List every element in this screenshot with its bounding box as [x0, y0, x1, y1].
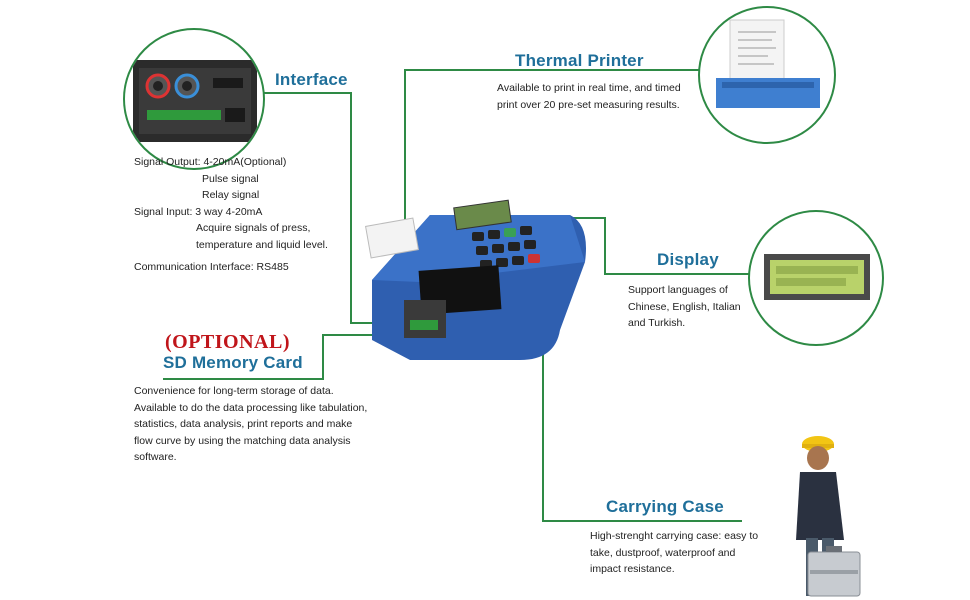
display-connector-vertical: [604, 217, 606, 274]
display-line: Support languages of: [628, 284, 728, 296]
display-description: Support languages of Chinese, English, I…: [628, 282, 741, 332]
lcd-display-graphic: [764, 254, 870, 300]
signal-output-item: Pulse signal: [202, 172, 259, 185]
interface-panel-image: [123, 28, 265, 170]
printer-paper-image: [698, 6, 836, 144]
carrying-case-line: High-strenght carrying case: easy to: [590, 530, 759, 542]
sd-connector-vertical: [322, 334, 324, 380]
flowmeter-device: [365, 199, 586, 360]
sd-connector-top: [322, 334, 422, 336]
display-line: Chinese, English, Italian: [628, 300, 741, 313]
signal-input-label: Signal Input: 3 way 4-20mA: [134, 205, 263, 218]
printer-paper-graphic: [716, 19, 820, 108]
thermal-printer-title: Thermal Printer: [515, 51, 644, 70]
signal-input-item: Acquire signals of press,: [196, 222, 311, 234]
sd-card-line: flow curve by using the matching data an…: [134, 434, 351, 447]
interface-connector-top: [262, 92, 351, 94]
thermal-printer-description: Available to print in real time, and tim…: [497, 80, 681, 113]
carrying-case-line: take, dustproof, waterproof and: [590, 546, 736, 559]
display-line: and Turkish.: [628, 317, 686, 329]
case-connector-vertical: [542, 310, 544, 521]
sd-card-line: software.: [134, 451, 177, 463]
printer-connector-horizontal: [404, 69, 700, 71]
signal-output-item: Relay signal: [202, 189, 260, 201]
display-connector-bottom: [604, 273, 750, 275]
interface-title: Interface: [275, 70, 348, 89]
signal-output-label: Signal Output: 4-20mA(Optional): [134, 156, 287, 168]
optional-label: (OPTIONAL): [165, 331, 290, 353]
communication-interface: Communication Interface: RS485: [134, 261, 289, 273]
sd-card-line: Convenience for long-term storage of dat…: [134, 385, 334, 397]
printer-connector-vertical: [404, 69, 406, 229]
lcd-display-image: [748, 210, 884, 346]
sd-card-description: Convenience for long-term storage of dat…: [134, 383, 367, 466]
case-connector-horizontal: [542, 520, 742, 522]
sd-connector-horizontal: [163, 378, 323, 380]
worker-figure: [796, 436, 861, 597]
thermal-printer-line: Available to print in real time, and tim…: [497, 82, 681, 94]
display-title: Display: [657, 250, 719, 269]
thermal-printer-line: print over 20 pre-set measuring results.: [497, 98, 680, 111]
display-connector-top: [492, 217, 605, 219]
interface-panel-graphic: [133, 60, 257, 142]
sd-card-title: SD Memory Card: [163, 353, 303, 372]
sd-card-line: statistics, data analysis, print reports…: [134, 418, 353, 430]
carrying-case-line: impact resistance.: [590, 563, 675, 575]
carrying-case-title: Carrying Case: [606, 497, 724, 516]
interface-description: Signal Output: 4-20mA(Optional) Pulse si…: [134, 154, 328, 276]
interface-connector-bottom: [350, 322, 416, 324]
carrying-case-description: High-strenght carrying case: easy to tak…: [590, 528, 758, 578]
sd-card-line: Available to do the data processing like…: [134, 401, 368, 414]
signal-input-item: temperature and liquid level.: [196, 238, 328, 251]
interface-connector-vertical: [350, 92, 352, 323]
